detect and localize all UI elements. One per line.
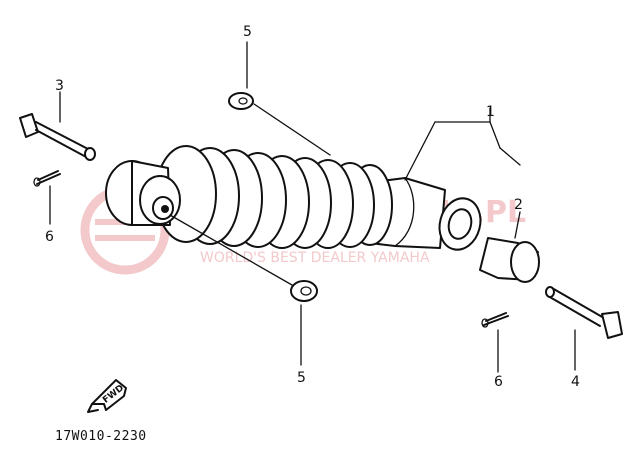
watermark-subtext: WORLD'S BEST DEALER YAMAHA	[200, 250, 430, 266]
cylinder-edge-line	[394, 177, 415, 247]
part-6-cotter-pin-left	[33, 170, 61, 187]
part-5-washer-top	[228, 92, 254, 110]
callout-5-bottom: 5	[297, 370, 306, 386]
callout-5-top: 5	[243, 24, 252, 40]
part-2-collar	[479, 237, 540, 283]
part-4-bolt	[545, 286, 623, 339]
callout-4: 4	[571, 374, 580, 390]
shock-spring	[155, 145, 393, 249]
shock-absorber-assembly	[105, 145, 482, 251]
shock-top-eye	[438, 197, 482, 251]
part-code: 17W010-2230	[55, 429, 147, 444]
leader-lines	[49, 41, 576, 373]
fwd-arrow: FWD	[87, 379, 127, 413]
callout-1: 1	[486, 104, 495, 120]
callout-6-right: 6	[494, 374, 503, 390]
part-5-washer-bottom	[290, 280, 318, 302]
bottom-eye-hole	[161, 205, 169, 213]
callout-3: 3	[55, 78, 64, 94]
part-3-bolt	[19, 113, 96, 161]
callout-2: 2	[514, 197, 523, 213]
callout-6-left: 6	[45, 229, 54, 245]
part-6-cotter-pin-right	[481, 312, 509, 328]
shock-eye-hole	[447, 208, 473, 240]
